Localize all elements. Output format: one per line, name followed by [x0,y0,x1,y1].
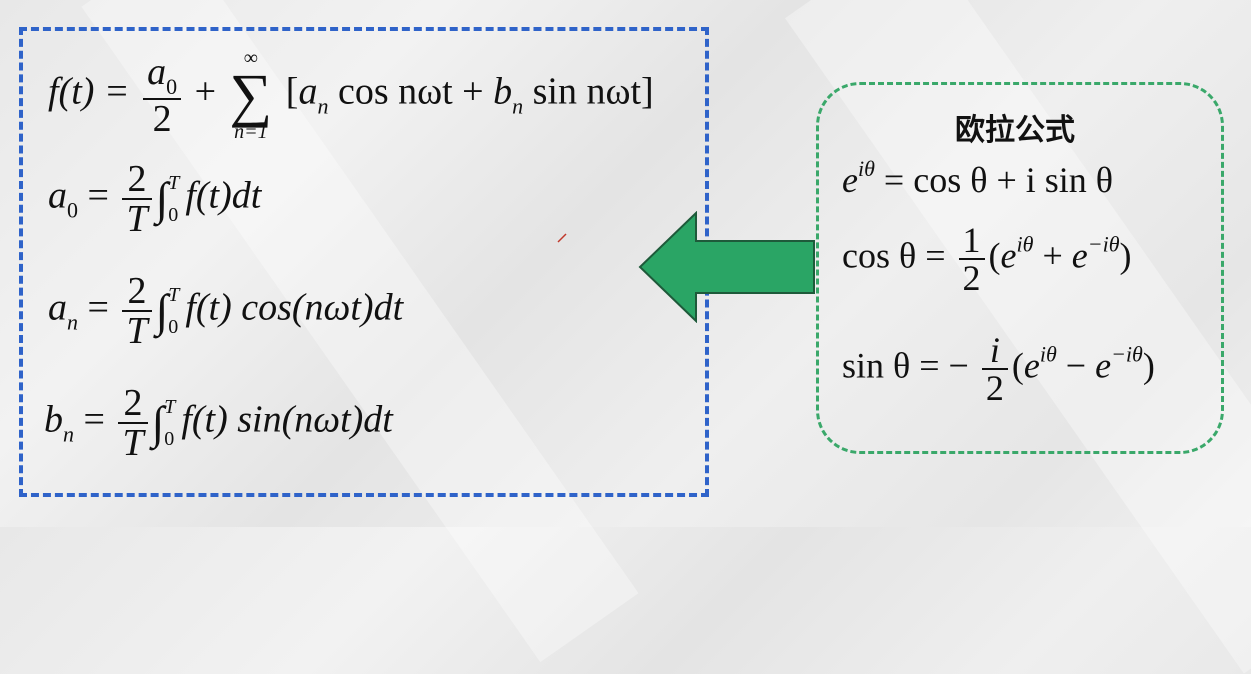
a0-over-2: a0 2 [143,53,182,138]
sin-term: sin nωt [523,70,642,113]
cos-term: cos nωt + [328,70,494,113]
f-of-t: f(t) = [48,70,130,113]
left-arrow-icon [638,211,815,323]
summation: ∞ ∑ n=1 [229,47,273,143]
pointer-cursor-icon [557,233,567,243]
euler-formula-box [816,82,1224,454]
plus-sign: + [194,70,217,113]
fourier-series-equation: f(t) = a0 2 + ∞ ∑ n=1 [an cos nωt + bn s… [48,47,654,143]
integral-sign: ∫ [151,397,165,448]
integral-sign: ∫ [155,285,169,336]
integral-sign: ∫ [155,173,169,224]
euler-identity: eiθ = cos θ + i sin θ [842,156,1114,200]
euler-title: 欧拉公式 [955,113,1075,148]
